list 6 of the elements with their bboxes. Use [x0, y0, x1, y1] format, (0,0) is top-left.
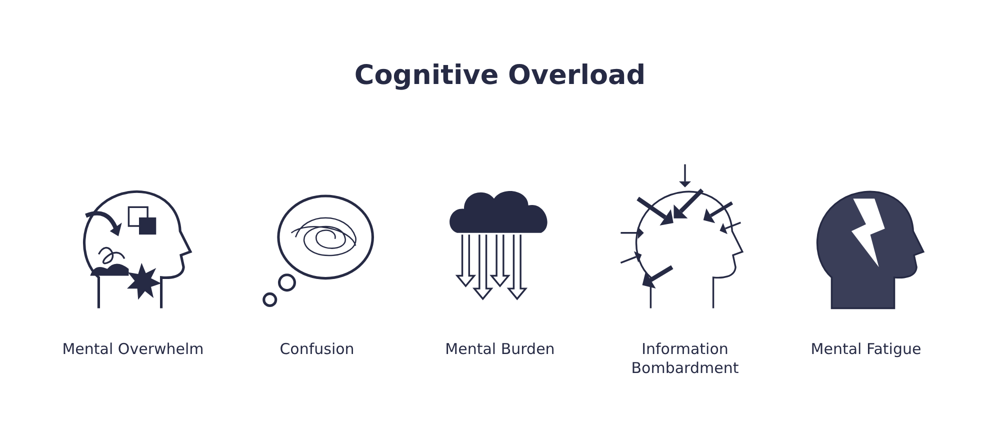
icon-caption: Mental Fatigue [810, 340, 922, 359]
icon-caption: Mental Burden [444, 340, 556, 359]
title: Cognitive Overload [353, 60, 647, 91]
icon-caption: Confusion [278, 340, 356, 359]
icon-caption: Mental Overwhelm [61, 340, 205, 359]
icon-caption: Information Bombardment [630, 340, 740, 378]
